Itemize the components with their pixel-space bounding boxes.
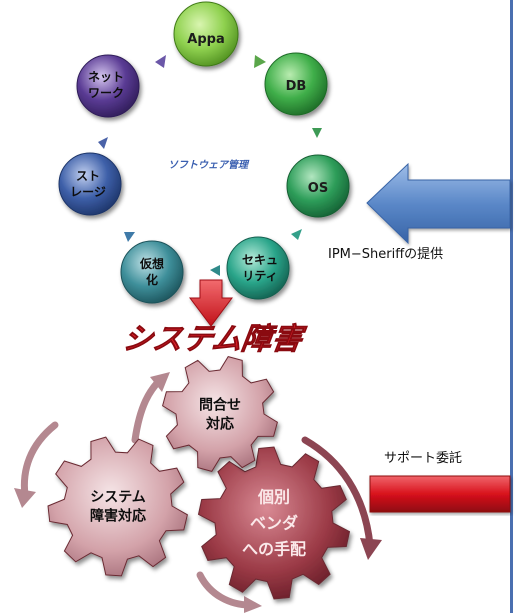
node-label-virtualization-line1: 仮想 — [139, 256, 164, 271]
node-label-network-line2: ワーク — [88, 86, 124, 100]
cycle-node-os: OS — [286, 154, 350, 218]
gear-vendor-label: 個別 — [257, 488, 290, 507]
cycle-node-security: セキュ リティ — [226, 236, 290, 300]
node-label-security-line1: セキュ — [242, 253, 278, 267]
gear-inquiry-label: 問合せ — [199, 396, 241, 413]
gear-vendor-shape — [197, 446, 351, 600]
node-label-storage-line2: レージ — [70, 185, 106, 199]
failure-banner: システム障害 — [120, 322, 308, 357]
cycle-arrow-appa-db — [254, 55, 266, 68]
failure-down-arrow — [189, 279, 233, 327]
cycle-arrow-db-os — [312, 128, 322, 138]
gear-arrow-right — [301, 436, 374, 549]
gear-arrow-left-head — [14, 488, 36, 508]
gear-vendor-label: ベンダ — [250, 514, 298, 533]
cycle-arrows — [98, 55, 322, 276]
cycle-arrow-os-security — [291, 229, 302, 240]
node-label-security-line2: リティ — [242, 269, 277, 283]
cycle-node-db: DB — [264, 52, 328, 116]
provision-caption: IPM−Sheriffの提供 — [328, 247, 444, 262]
provision-arrow — [366, 162, 511, 245]
gear-inquiry-shape — [162, 356, 278, 472]
cycle-node-network: ネット ワーク — [76, 54, 140, 118]
gear-inquiry-label: 対応 — [205, 415, 234, 432]
cycle-arrow-storage-network — [98, 137, 108, 149]
right-divider — [510, 0, 513, 613]
cycle-node-storage: スト レージ — [58, 152, 122, 216]
gear-cycle-arrows — [20, 376, 374, 609]
gear-arrow-top — [131, 376, 164, 444]
node-label-network-line1: ネット — [88, 70, 124, 84]
gear-system-failure-label: 障害対応 — [90, 507, 146, 524]
gear-vendor-label: への手配 — [242, 540, 306, 559]
gear-arrow-left — [20, 421, 59, 499]
gear-system-failure-shape — [47, 436, 188, 577]
node-label-db: DB — [286, 79, 307, 94]
node-label-storage-line1: スト — [76, 169, 100, 183]
gear-system-failure-label: システム — [90, 489, 146, 505]
cycle-arrow-network-appa — [155, 55, 166, 68]
node-label-os: OS — [308, 181, 328, 196]
cycle-node-appa: Appa — [173, 1, 239, 67]
gear-arrow-right-head — [360, 538, 382, 560]
node-label-virtualization-line2: 化 — [146, 272, 158, 287]
support-caption: サポート委託 — [384, 451, 463, 466]
cycle-center-label: ソフトウェア管理 — [168, 159, 250, 171]
cycle-node-virtualization: 仮想 化 — [120, 240, 184, 304]
support-arrow — [369, 475, 511, 513]
node-label-appa: Appa — [187, 32, 224, 47]
cycle-arrow-security-virtualization — [210, 265, 220, 276]
gear-arrow-bottom-head — [244, 596, 262, 613]
cycle-arrow-virtualization-storage — [124, 232, 135, 242]
gear-arrow-top-head — [150, 372, 170, 392]
